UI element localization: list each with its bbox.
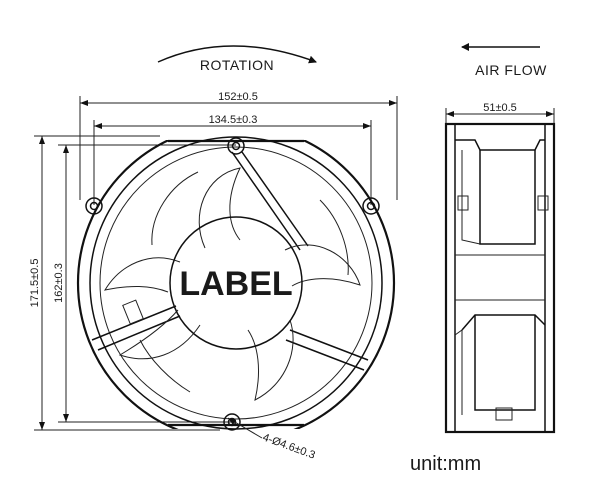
- center-label-text: LABEL: [179, 265, 292, 303]
- air-flow-label: AIR FLOW: [475, 62, 547, 78]
- fan-side-view: 51±0.5: [444, 102, 556, 434]
- overall-width-text: 152±0.5: [218, 91, 258, 103]
- depth-text: 51±0.5: [483, 102, 517, 114]
- mounting-hole-right: [362, 197, 380, 215]
- fan-struts: [91, 151, 369, 371]
- air-flow-indicator: AIR FLOW: [461, 43, 547, 78]
- fan-outer-frame: [76, 140, 396, 429]
- hole-spacing-y-text: 162±0.3: [53, 263, 65, 303]
- rotation-arrow-arc: [157, 45, 317, 64]
- overall-height-text: 171.5±0.5: [29, 259, 41, 308]
- mounting-holes-text: 4-Ø4.6±0.3: [261, 432, 317, 462]
- rotation-indicator: ROTATION: [157, 45, 317, 73]
- fan-front-view: LABEL: [76, 136, 396, 431]
- mounting-hole-top: [227, 137, 245, 155]
- side-view-outline: [444, 122, 556, 434]
- hole-spacing-x-text: 134.5±0.3: [209, 114, 258, 126]
- unit-text: unit:mm: [410, 453, 481, 475]
- fan-blades: [103, 167, 361, 401]
- fan-hub: [169, 216, 303, 350]
- mounting-hole-left: [85, 197, 103, 215]
- rotation-label: ROTATION: [200, 57, 274, 73]
- front-view-dimensions: 152±0.5 134.5±0.3 171.5±0.5 162±0.3: [29, 91, 398, 431]
